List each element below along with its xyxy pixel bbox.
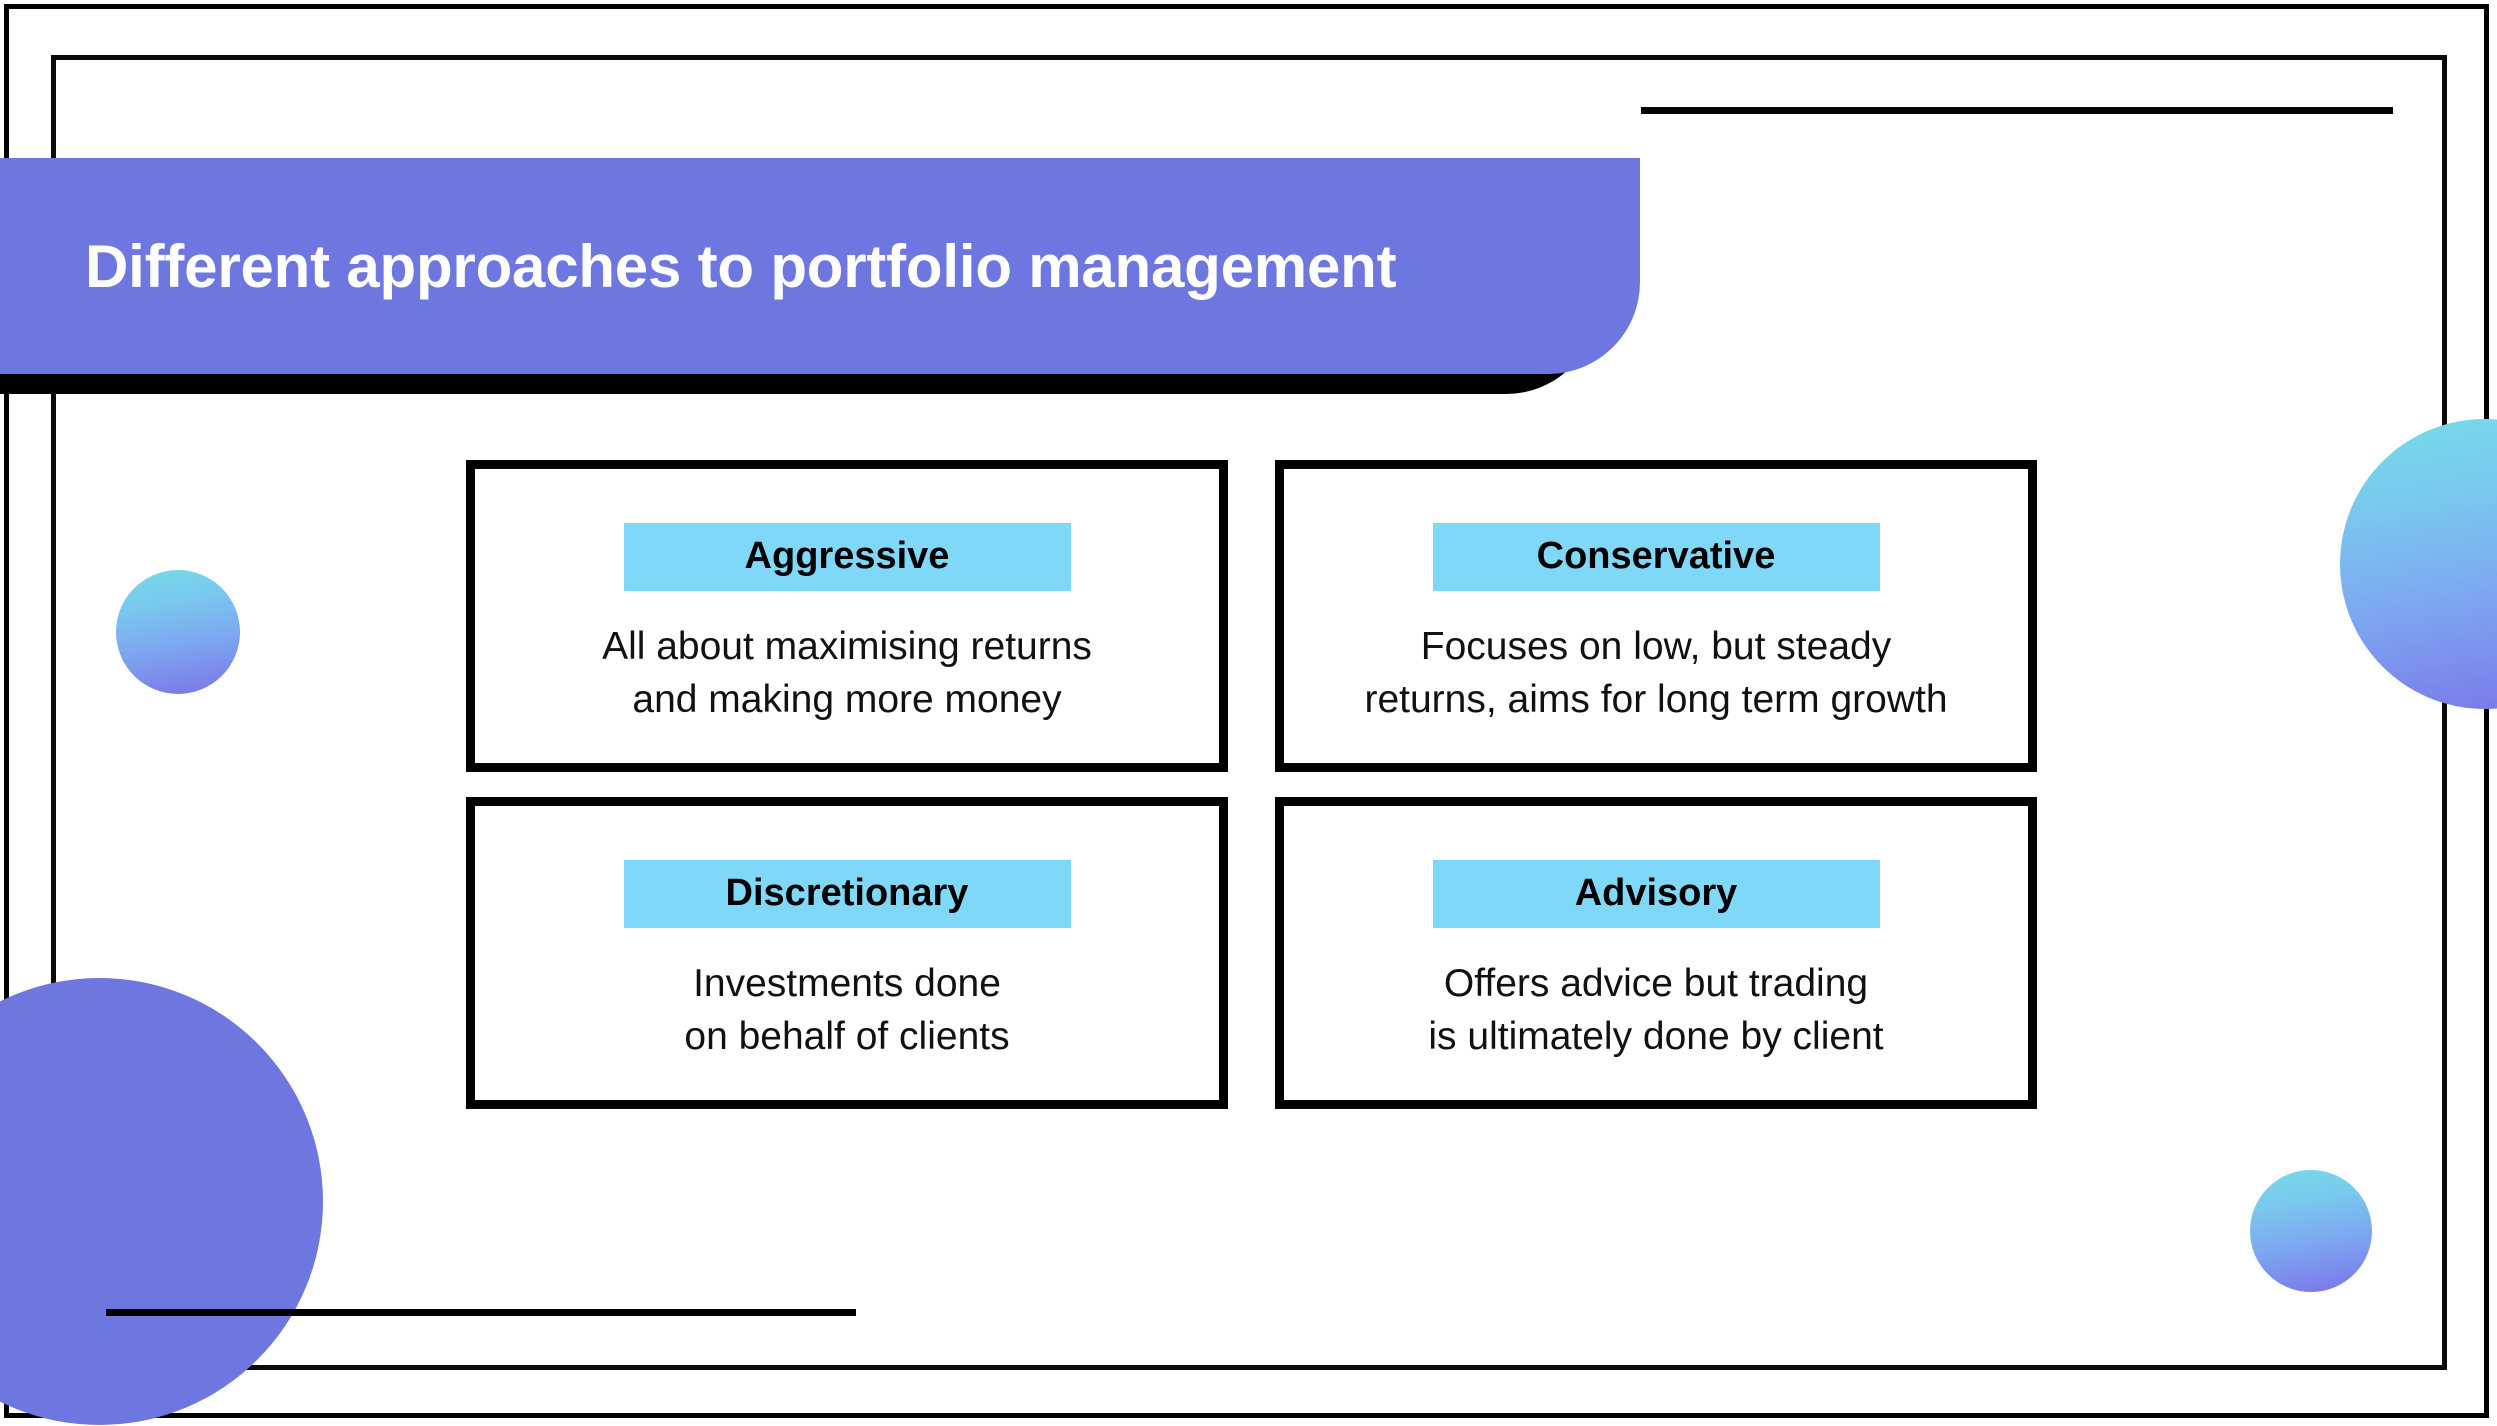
- inner-frame-border: [51, 55, 2447, 1370]
- page-title: Different approaches to portfolio manage…: [85, 232, 1397, 300]
- approach-card-advisory: Advisory Offers advice but trading is ul…: [1275, 797, 2037, 1109]
- approach-card-conservative: Conservative Focuses on low, but steady …: [1275, 460, 2037, 772]
- bottom-right-gradient-circle: [2250, 1170, 2372, 1292]
- approach-card-label: Aggressive: [623, 523, 1071, 591]
- approach-card-grid: Aggressive All about maximising returns …: [466, 460, 2037, 1109]
- approach-card-discretionary: Discretionary Investments done on behalf…: [466, 797, 1228, 1109]
- approach-card-label: Advisory: [1432, 860, 1880, 928]
- approach-card-description: Focuses on low, but steady returns, aims…: [1364, 625, 1948, 721]
- title-banner-body: Different approaches to portfolio manage…: [0, 158, 1640, 374]
- title-banner: Different approaches to portfolio manage…: [0, 158, 1640, 394]
- bottom-left-accent-line: [106, 1309, 856, 1316]
- approach-card-aggressive: Aggressive All about maximising returns …: [466, 460, 1228, 772]
- top-right-accent-line: [1641, 107, 2393, 114]
- approach-card-label: Discretionary: [623, 860, 1071, 928]
- approach-card-description: Investments done on behalf of clients: [684, 962, 1010, 1058]
- approach-card-label: Conservative: [1432, 523, 1880, 591]
- outer-frame-border: [4, 4, 2489, 1418]
- left-small-gradient-circle: [116, 570, 240, 694]
- approach-card-description: Offers advice but trading is ultimately …: [1428, 962, 1884, 1058]
- approach-card-description: All about maximising returns and making …: [602, 625, 1092, 721]
